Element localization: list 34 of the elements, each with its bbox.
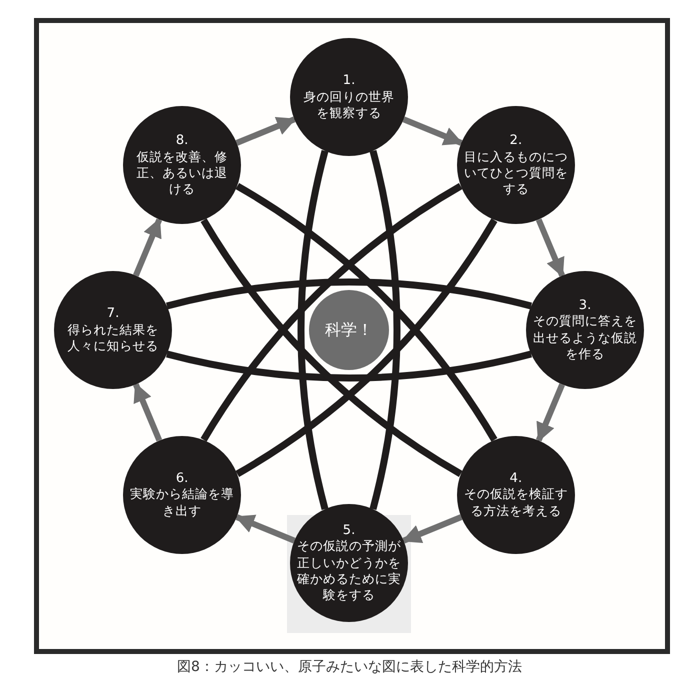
step-text: その仮説の予測が正しいかどうかを確かめるために実験をする — [296, 538, 402, 604]
step-number: 8. — [176, 133, 188, 149]
arrow — [402, 514, 462, 544]
step-number: 1. — [342, 72, 356, 89]
orbit-line — [166, 278, 532, 310]
arrow — [133, 382, 162, 442]
step-number: 7. — [106, 306, 120, 322]
arrow — [536, 218, 565, 278]
orbit-line — [236, 218, 498, 477]
step-text: その仮説を検証する方法を考える — [462, 486, 569, 519]
step-text: 目に入るものについてひとつ質問をする — [462, 148, 569, 198]
step-text: 実験から結論を導き出す — [129, 486, 236, 519]
orbit-line — [298, 150, 328, 510]
orbit-line — [166, 350, 532, 382]
caption: 図8：カッコいい、原子みたいな図に表した科学的方法 — [176, 658, 523, 676]
step-text: 身の回りの世界を観察する — [302, 88, 396, 122]
orbit-line — [370, 150, 400, 510]
arrow — [236, 116, 296, 146]
step-number: 2. — [510, 133, 522, 149]
orbit-line — [236, 183, 498, 442]
step-text: 仮説を改善、修正、あるいは退ける — [136, 148, 229, 198]
step-text: その質問に答えを出せるような仮説を作る — [532, 313, 638, 362]
step-number: 5. — [342, 522, 356, 538]
arrow — [133, 218, 162, 277]
step-text: 得られた結果を人々に知らせる — [66, 322, 160, 354]
orbit-line — [200, 183, 462, 442]
arrow — [536, 383, 565, 442]
step-number: 4. — [510, 470, 522, 486]
arrow — [402, 116, 464, 146]
center-label: 科学！ — [324, 320, 374, 340]
arrow — [234, 514, 296, 544]
orbit-line — [200, 218, 462, 477]
step-number: 3. — [578, 298, 592, 314]
step-number: 6. — [176, 470, 188, 486]
